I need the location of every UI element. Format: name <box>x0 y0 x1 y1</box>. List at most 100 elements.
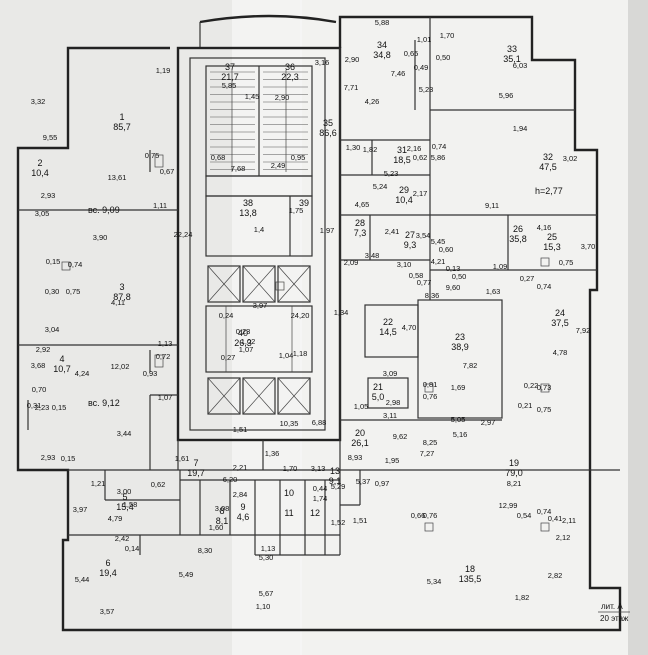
dimension-label: 5,05 <box>451 415 466 424</box>
dimension-label: 2,41 <box>385 227 400 236</box>
dimension-label: 0,49 <box>414 63 429 72</box>
dimension-label: 3,04 <box>45 325 60 334</box>
dimension-label: 0,31 <box>27 401 42 410</box>
dimension-label: 6,88 <box>312 418 327 427</box>
elevator-shaft <box>207 377 241 415</box>
room-area: 18,5 <box>393 155 411 165</box>
dimension-label: 0,44 <box>313 484 328 493</box>
dimension-label: 1,01 <box>417 35 432 44</box>
room-number: 29 <box>399 185 409 195</box>
dimension-label: 5,96 <box>499 91 514 100</box>
dimension-label: 1,70 <box>440 31 455 40</box>
dimension-label: 22,24 <box>174 230 193 239</box>
dimension-label: 5,23 <box>384 169 399 178</box>
column <box>61 261 71 271</box>
room-area: 7,3 <box>354 228 367 238</box>
elevator-shafts <box>207 265 311 415</box>
dimension-label: 3,97 <box>73 505 88 514</box>
dimension-label: 1,82 <box>515 593 530 602</box>
exterior-wall-left <box>16 46 272 632</box>
dimension-label: 9,55 <box>43 133 58 142</box>
dimension-label: 0,50 <box>452 272 467 281</box>
dimension-label: 0,13 <box>446 264 461 273</box>
room-area: 13,8 <box>239 208 257 218</box>
elevator-cross <box>277 265 311 303</box>
column <box>275 281 285 291</box>
dimension-label: 5,37 <box>356 477 371 486</box>
room-area: 9,3 <box>404 240 417 250</box>
dimension-label: 3,70 <box>581 242 596 251</box>
dimension-label: 6,03 <box>513 61 528 70</box>
room-number: 11 <box>284 508 293 518</box>
room-number: 31 <box>397 145 407 155</box>
dimension-label: 0,15 <box>46 257 61 266</box>
dimension-label: 5,24 <box>373 182 388 191</box>
dimension-label: 1,18 <box>293 349 308 358</box>
room-number: 40 <box>238 328 248 338</box>
dimension-label: 9,11 <box>485 201 499 210</box>
dimension-label: 2,97 <box>481 418 496 427</box>
dimension-label: 1,74 <box>313 494 328 503</box>
elevator-cross <box>242 265 276 303</box>
exterior-wall-right <box>272 15 622 632</box>
dimension-label: 7,92 <box>576 326 591 335</box>
room-area: 19,7 <box>187 468 205 478</box>
dimension-label: 1,52 <box>331 518 346 527</box>
room-area: 37,5 <box>551 318 569 328</box>
dimension-label: 1,19 <box>156 66 171 75</box>
dimension-label: 0,14 <box>125 544 140 553</box>
paper-edge <box>628 0 648 655</box>
elevator-shaft <box>242 265 276 303</box>
dimension-label: 0,70 <box>32 385 47 394</box>
ceiling-height-note-2: вс. 9,12 <box>88 398 120 408</box>
dimension-label: 1,36 <box>265 449 280 458</box>
dimension-label: 1,34 <box>334 308 349 317</box>
dimension-label: 0,41 <box>548 514 563 523</box>
dimension-label: 3,11 <box>383 411 397 420</box>
ceiling-height-note-1: вс. 9,09 <box>88 205 120 215</box>
dimension-label: 2,09 <box>344 258 359 267</box>
room-number: 37 <box>225 62 235 72</box>
room-area: 35,8 <box>509 234 527 244</box>
dimension-label: 3,44 <box>117 429 132 438</box>
dimension-label: 3,10 <box>397 260 412 269</box>
dimension-label: 9,60 <box>446 283 461 292</box>
room-number: 28 <box>355 218 365 228</box>
stair-treads <box>210 70 308 172</box>
elevator-shaft <box>242 377 276 415</box>
room-number: 32 <box>543 152 553 162</box>
dimension-label: 0,22 <box>524 381 539 390</box>
elevator-shaft <box>277 377 311 415</box>
elevator-cross <box>207 265 241 303</box>
elevator-shaft <box>207 265 241 303</box>
dimension-label: 2,84 <box>233 490 248 499</box>
room-number: 36 <box>285 62 295 72</box>
dimension-label: 1,69 <box>451 383 466 392</box>
dimension-label: 1,09 <box>493 262 508 271</box>
dimension-label: 13,61 <box>108 173 127 182</box>
dimension-label: 0,27 <box>221 353 236 362</box>
dimension-label: 7,27 <box>420 449 435 458</box>
dimension-label: 1,13 <box>261 544 276 553</box>
dimension-label: 1,70 <box>283 464 298 473</box>
dimension-label: 0,27 <box>520 274 535 283</box>
dimension-label: 2,49 <box>271 161 286 170</box>
dimension-label: 2,16 <box>407 144 422 153</box>
dimension-label: 3,09 <box>383 369 398 378</box>
room-number: 3 <box>119 282 124 292</box>
room-number: 2 <box>37 158 42 168</box>
dimension-label: 0,77 <box>417 278 432 287</box>
room-area: 85,7 <box>113 122 131 132</box>
dimension-label: 4,21 <box>431 257 446 266</box>
dimension-label: 0,74 <box>432 142 447 151</box>
dimension-label: 2,90 <box>275 93 290 102</box>
elevator-cross <box>207 377 241 415</box>
room-area: 34,8 <box>373 50 391 60</box>
dimension-label: 0,75 <box>66 287 81 296</box>
room-area: 22,3 <box>281 72 299 82</box>
paper-right <box>300 0 648 655</box>
dimension-label: 4,11 <box>111 298 125 307</box>
elevator-shaft <box>277 265 311 303</box>
dimension-label: 5,49 <box>179 570 194 579</box>
